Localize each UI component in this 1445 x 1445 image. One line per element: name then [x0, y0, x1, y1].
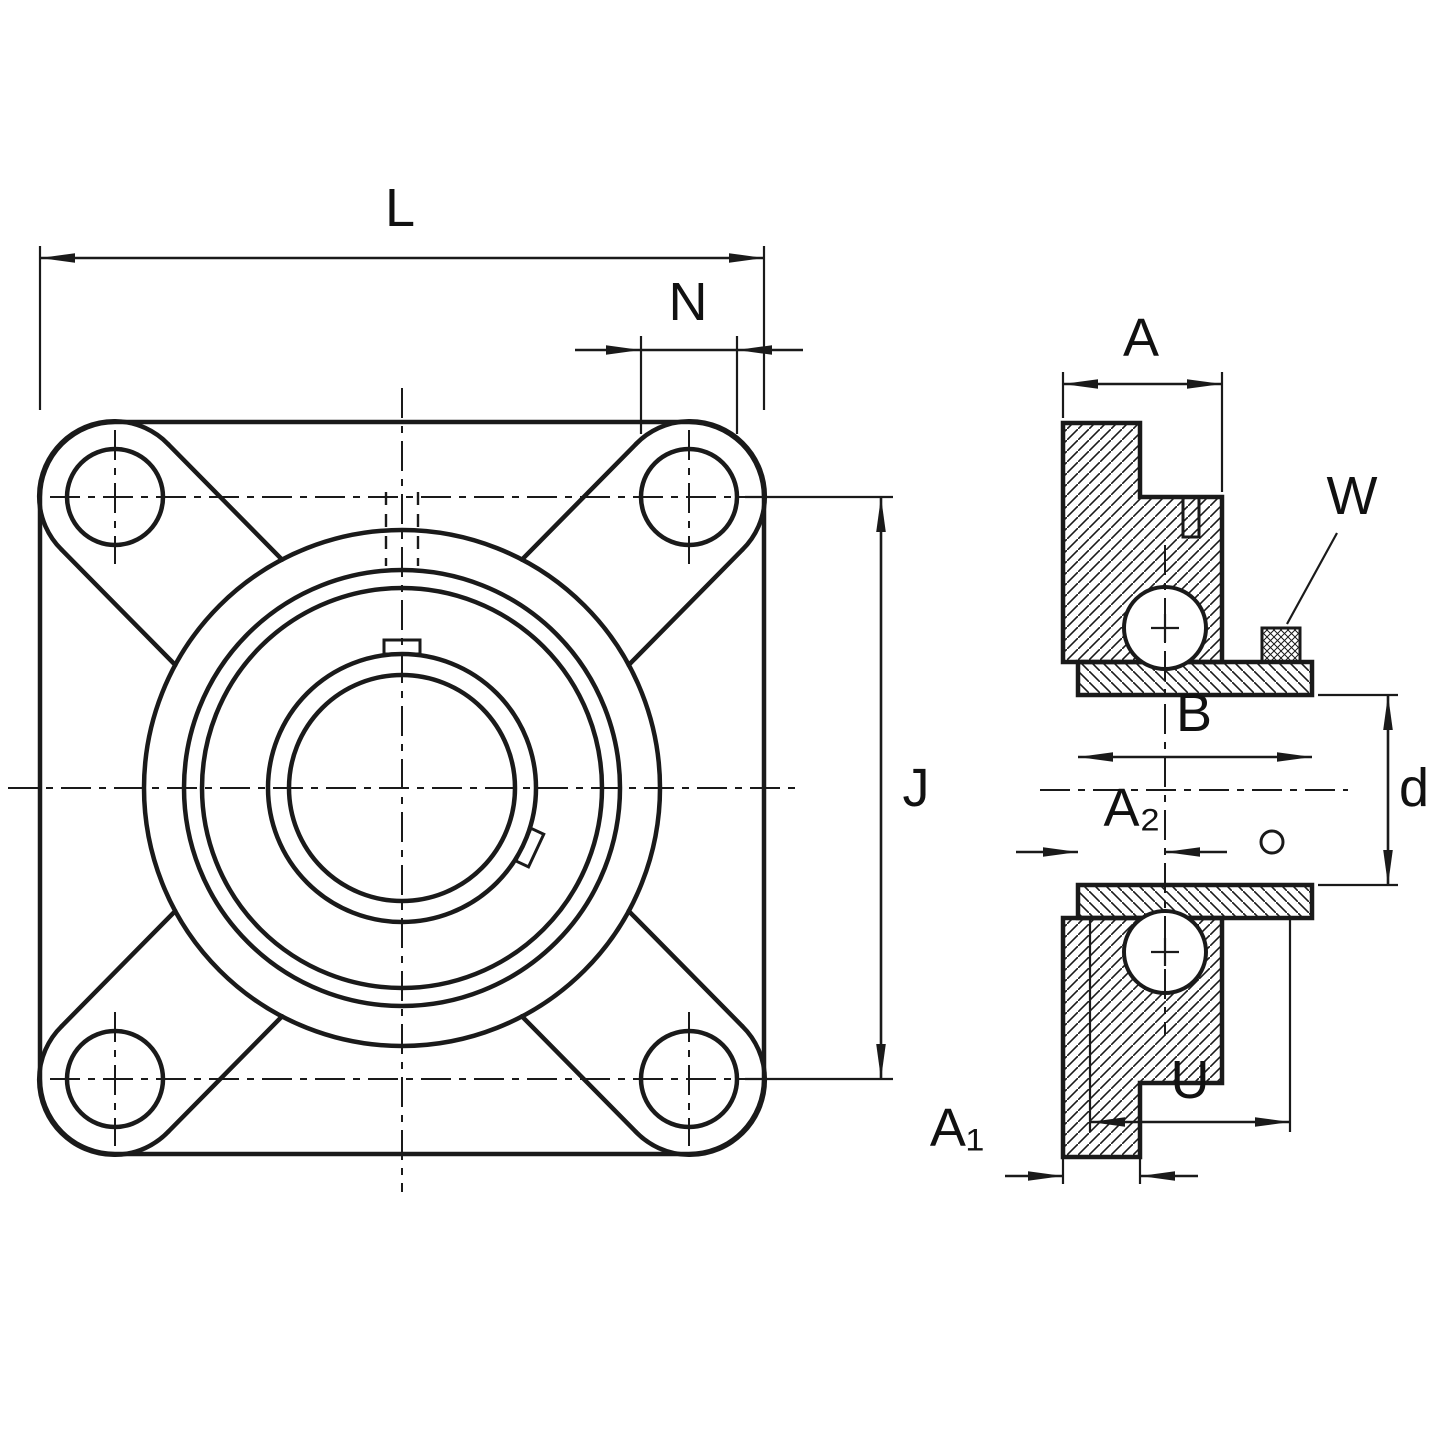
dim-L: L: [38, 178, 766, 410]
grease-hole: [1181, 495, 1201, 539]
web-line: [626, 908, 745, 1029]
bore-circle: [286, 672, 518, 904]
dim-label-L: L: [385, 178, 415, 238]
setscrew-side: [1260, 626, 1302, 664]
dim-label-A2: A₂: [1104, 778, 1161, 838]
dim-A1: A₁: [930, 1098, 1198, 1184]
web-line: [626, 547, 745, 668]
housing-circles: [141, 527, 663, 1049]
front-view: L N J: [8, 178, 930, 1192]
bolt-hole-tr: [638, 446, 740, 548]
corner-boss-arc-tr: [633, 419, 768, 552]
dim-label-N: N: [669, 272, 708, 332]
dim-A: A: [1061, 308, 1224, 492]
side-view: A W B d A₂ U: [930, 308, 1429, 1184]
inner-ring-section-top: [1075, 659, 1315, 698]
setscrew-top: [382, 638, 422, 656]
setscrew-front-group: [382, 492, 546, 869]
dim-label-d: d: [1399, 758, 1429, 818]
corner-boss-arc-bl: [36, 1024, 171, 1157]
dim-label-B: B: [1176, 683, 1212, 743]
web-line: [519, 442, 638, 562]
web-line: [519, 1014, 638, 1134]
inner-ring-section-bottom: [1075, 882, 1315, 921]
dim-label-A: A: [1123, 308, 1159, 368]
web-line: [59, 908, 178, 1029]
housing-seat-circle: [181, 567, 623, 1009]
dim-A2: A₂: [1016, 778, 1227, 857]
front-centerlines: [8, 388, 800, 1192]
housing-boss-circle: [141, 527, 663, 1049]
dim-N: N: [575, 272, 803, 434]
sleeve-hole: [1259, 829, 1285, 855]
web-line: [166, 442, 285, 562]
bolt-hole-br: [638, 1028, 740, 1130]
dim-label-U: U: [1171, 1050, 1210, 1110]
corner-webs: [36, 419, 768, 1157]
dim-U: U: [1088, 920, 1292, 1132]
web-line: [166, 1014, 285, 1134]
bolt-hole-bl: [64, 1028, 166, 1130]
setscrew-side-rotated: [513, 826, 546, 869]
corner-boss-arc-br: [633, 1024, 768, 1157]
outer-ring-circle: [199, 585, 605, 991]
side-centerlines: [1040, 545, 1348, 1035]
dim-label-A1: A₁: [930, 1098, 984, 1158]
bolt-hole-tl: [64, 446, 166, 548]
dim-J: J: [745, 495, 930, 1081]
dim-d: d: [1318, 693, 1429, 887]
setscrew-2: [513, 826, 546, 869]
dim-B: B: [1078, 683, 1312, 762]
bolt-holes: [64, 446, 740, 1130]
leader-line-W: [1286, 532, 1338, 625]
corner-boss-arc-tl: [36, 419, 171, 552]
dim-label-J: J: [903, 758, 930, 818]
web-line: [59, 547, 178, 668]
dim-label-W: W: [1327, 466, 1378, 526]
dim-W: W: [1286, 466, 1378, 625]
